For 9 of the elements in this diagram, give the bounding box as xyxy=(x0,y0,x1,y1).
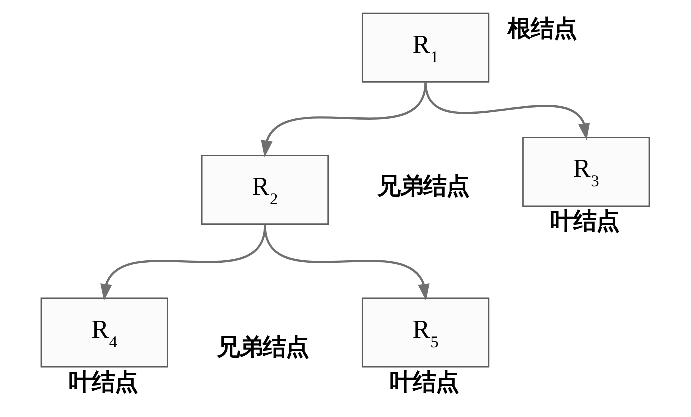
node-label: 叶结点 xyxy=(550,207,620,236)
arrow xyxy=(424,82,590,140)
label: 兄弟结点 xyxy=(217,332,310,361)
node-label: 叶结点 xyxy=(390,368,460,396)
label: 兄弟结点 xyxy=(378,172,470,200)
node-label: 叶结点 xyxy=(68,368,138,396)
arrow xyxy=(264,225,430,301)
node-label: 根结点 xyxy=(508,14,578,42)
arrow xyxy=(261,82,427,158)
